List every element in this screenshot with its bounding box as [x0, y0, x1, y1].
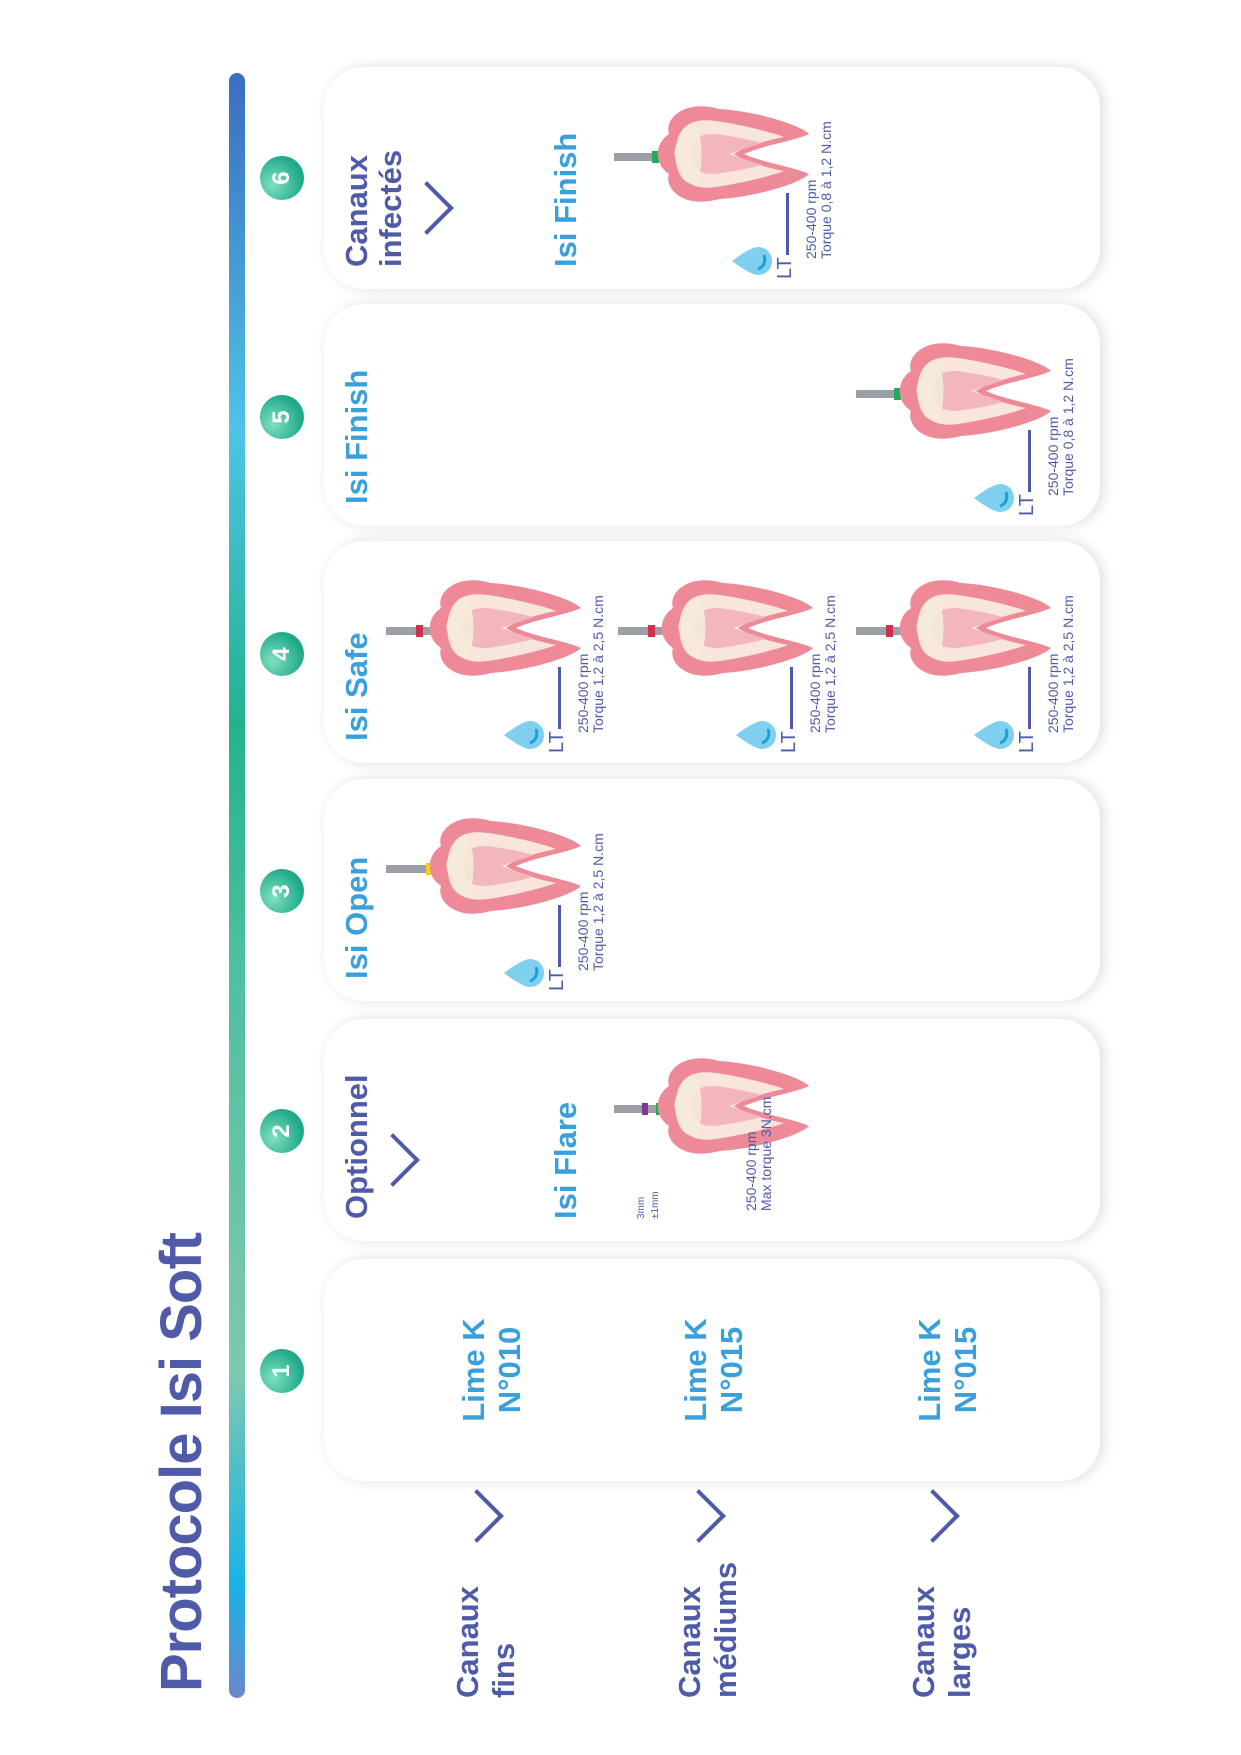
drop-icon — [732, 245, 774, 275]
rpm-text: 250-400 rpm — [1045, 653, 1061, 733]
lime-number: N°010 — [492, 1326, 527, 1414]
dimension-3mm: 3mm — [636, 1196, 647, 1219]
row-label-mediums: Canaux médiums — [672, 1562, 744, 1698]
step-4-badge: 4 — [260, 632, 304, 676]
row-label-fins: Canaux fins — [450, 1586, 522, 1698]
row-label-larges: Canaux larges — [906, 1586, 978, 1698]
row-label-line: médiums — [708, 1561, 743, 1698]
tooth-file-illustration — [386, 818, 581, 914]
card-header: Canaux infectés — [339, 150, 408, 267]
drop-icon — [974, 719, 1016, 749]
dimension-1mm: ±1mm — [650, 1191, 661, 1219]
lt-line — [790, 667, 793, 729]
drop-icon — [736, 719, 778, 749]
lt-label: LT — [546, 969, 568, 991]
card-header: Isi Safe — [339, 632, 374, 741]
rpm-text: 250-400 rpm — [575, 891, 591, 971]
drop-icon — [504, 957, 546, 987]
lt-line — [1028, 430, 1031, 492]
tooth-block: LT 250-400 rpm Torque 0,8 à 1,2 N.cm — [614, 67, 844, 289]
tool-name: Isi Flare — [548, 1101, 583, 1219]
tooth-block: LT 250-400 rpm Torque 0,8 à 1,2 N.cm — [856, 304, 1086, 526]
rpm-text: 250-400 rpm — [807, 653, 823, 733]
lt-label: LT — [778, 731, 800, 753]
card-header: Isi Finish — [339, 369, 374, 504]
tooth-file-illustration — [618, 580, 813, 676]
torque-text: Torque 0,8 à 1,2 N.cm — [818, 121, 834, 259]
chevron-down-icon — [366, 1133, 420, 1187]
rpm-text: 250-400 rpm — [575, 653, 591, 733]
chevron-right-icon — [906, 1489, 960, 1543]
card-step-4: Isi Safe LT 250-400 rpm Torque 1,2 à 2,5… — [324, 541, 1100, 763]
lt-label: LT — [1016, 731, 1038, 753]
row-label-line: Canaux — [672, 1586, 707, 1698]
chevron-right-icon — [450, 1489, 504, 1543]
torque-text: Torque 1,2 à 2,5 N.cm — [590, 595, 606, 733]
lime-label: Lime K — [912, 1318, 947, 1422]
card-step-5: Isi Finish LT 250-400 rpm Torque 0,8 à 1… — [324, 304, 1100, 526]
card-step-6: Canaux infectés Isi Finish LT 250-400 rp… — [324, 67, 1100, 289]
torque-text: Torque 1,2 à 2,5 N.cm — [822, 595, 838, 733]
lime-label: Lime K — [678, 1318, 713, 1422]
page-title: Protocole Isi Soft — [149, 1233, 214, 1692]
rpm-text: 250-400 rpm — [1045, 416, 1061, 496]
card-header: Isi Open — [339, 856, 374, 979]
card-step-3: Isi Open LT 250-400 rpm Torque 1,2 à 2,5… — [324, 779, 1100, 1001]
torque-text: Torque 1,2 à 2,5 N.cm — [590, 833, 606, 971]
lt-line — [558, 667, 561, 729]
timeline-bar — [229, 73, 245, 1698]
tooth-file-illustration — [614, 1058, 809, 1154]
drop-icon — [974, 482, 1016, 512]
torque-text: Torque 1,2 à 2,5 N.cm — [1060, 595, 1076, 733]
torque-text: Torque 0,8 à 1,2 N.cm — [1060, 358, 1076, 496]
lt-line — [786, 193, 789, 255]
card-step-2: Optionnel Isi Flare 3mm ±1mm 250-400 rpm… — [324, 1019, 1100, 1241]
lime-number: N°015 — [948, 1326, 983, 1414]
tooth-block: LT 250-400 rpm Torque 1,2 à 2,5 N.cm — [856, 541, 1086, 763]
row-label-line: Canaux — [450, 1586, 485, 1698]
drop-icon — [504, 719, 546, 749]
tooth-block: LT 250-400 rpm Torque 1,2 à 2,5 N.cm — [618, 541, 848, 763]
tooth-file-illustration — [856, 343, 1051, 439]
lime-label: Lime K — [456, 1318, 491, 1422]
tooth-block: 3mm ±1mm 250-400 rpm Max torque 3N.cm — [614, 1019, 844, 1241]
step-5-badge: 5 — [260, 395, 304, 439]
card-header: Optionnel — [339, 1074, 374, 1219]
lt-line — [558, 905, 561, 967]
lime-number: N°015 — [714, 1326, 749, 1414]
row-label-line: fins — [486, 1642, 521, 1698]
tooth-file-illustration — [386, 580, 581, 676]
step-3-badge: 3 — [260, 869, 304, 913]
chevron-right-icon — [672, 1489, 726, 1543]
tooth-block: LT 250-400 rpm Torque 1,2 à 2,5 N.cm — [386, 541, 616, 763]
torque-text: Max torque 3N.cm — [758, 1096, 774, 1211]
step-2-badge: 2 — [260, 1109, 304, 1153]
lt-label: LT — [546, 731, 568, 753]
rpm-text: 250-400 rpm — [743, 1131, 759, 1211]
card-header-line: Canaux — [339, 155, 374, 267]
tooth-file-illustration — [614, 106, 809, 202]
tool-name: Isi Finish — [548, 132, 583, 267]
step-1-badge: 1 — [260, 1349, 304, 1393]
step-6-badge: 6 — [260, 156, 304, 200]
tooth-block: LT 250-400 rpm Torque 1,2 à 2,5 N.cm — [386, 779, 616, 1001]
chevron-down-icon — [400, 181, 454, 235]
lt-line — [1028, 667, 1031, 729]
row-label-line: larges — [942, 1606, 977, 1698]
lt-label: LT — [1016, 494, 1038, 516]
row-label-line: Canaux — [906, 1586, 941, 1698]
lt-label: LT — [774, 257, 796, 279]
tooth-file-illustration — [856, 580, 1051, 676]
rpm-text: 250-400 rpm — [803, 179, 819, 259]
